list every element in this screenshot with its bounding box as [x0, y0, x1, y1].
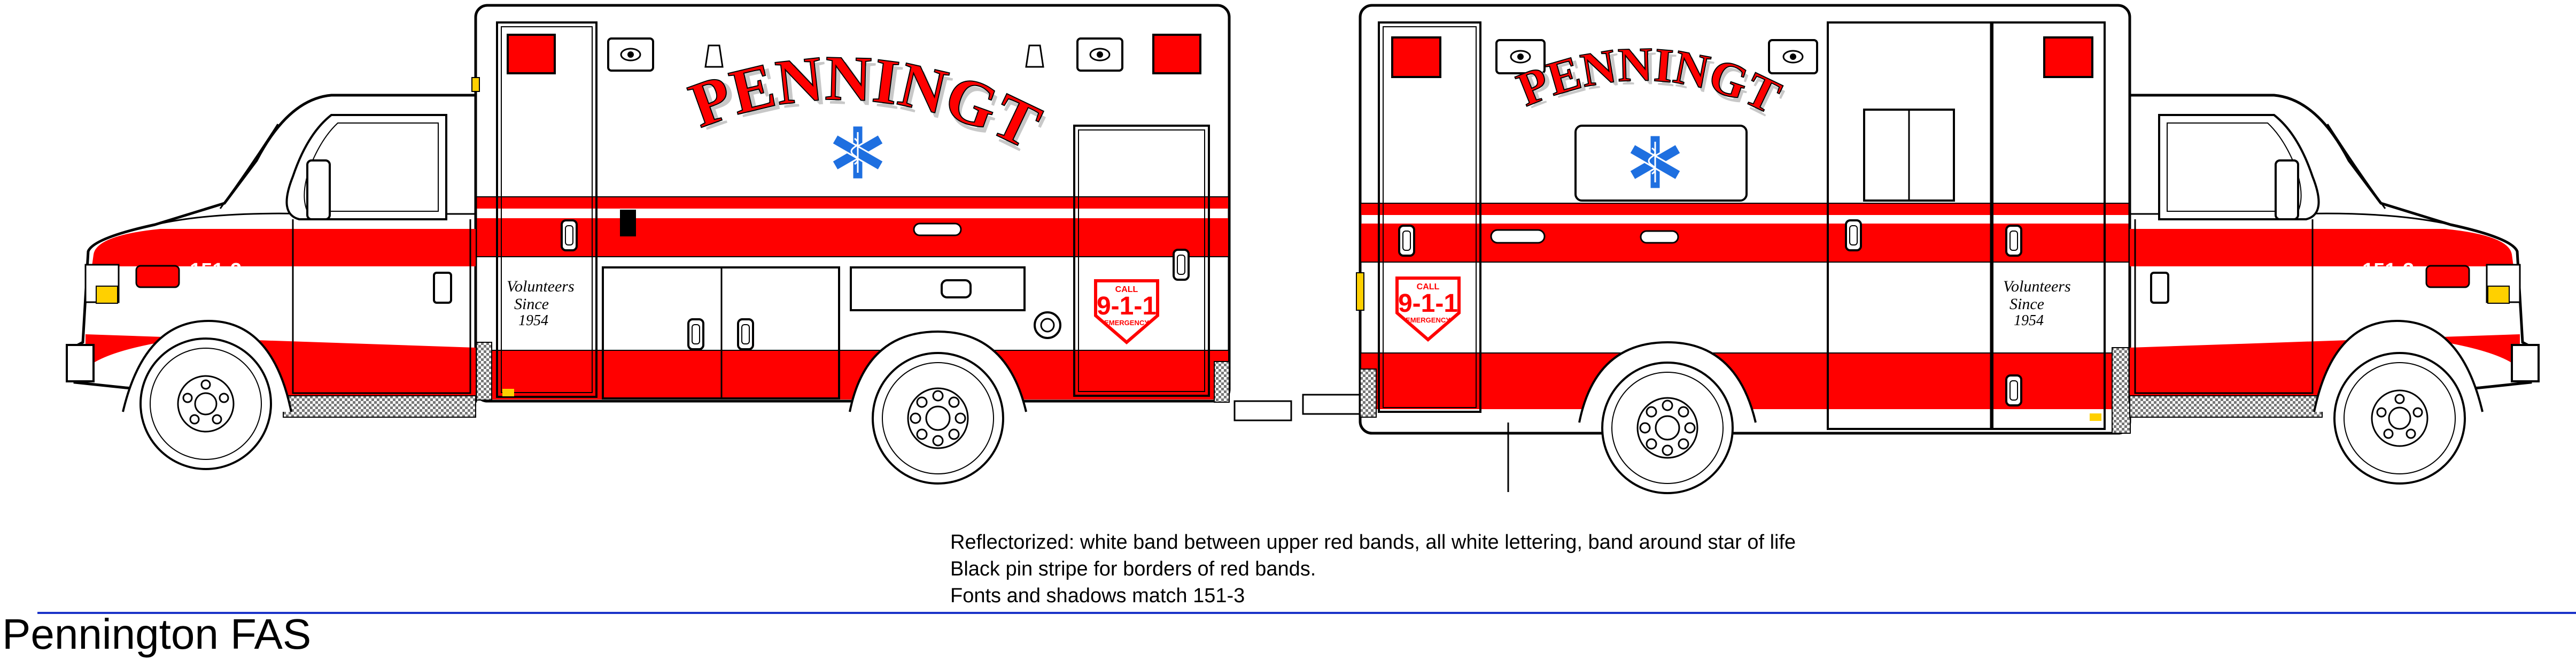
door-handle-icon	[2005, 374, 2022, 406]
door-handle-icon	[687, 318, 704, 350]
note-pin-stripe: Black pin stripe for borders of red band…	[950, 558, 1316, 580]
call-911-call-text: CALL	[1115, 285, 1138, 294]
door-handle-icon	[1398, 225, 1415, 257]
drawing-title: Pennington FAS	[2, 610, 312, 658]
unit-number: 151-3	[190, 259, 242, 282]
footer-divider	[37, 612, 2576, 614]
since-text: Since	[2009, 295, 2044, 313]
call-911-sub-text: EMERGENCY	[1406, 316, 1450, 324]
unit-number: 151-3	[2362, 259, 2414, 282]
call-911-sub-text: EMERGENCY	[1104, 319, 1149, 327]
call-911-call-text: CALL	[1417, 282, 1440, 291]
warning-light-icon	[1391, 36, 1441, 78]
warning-light-icon	[2043, 36, 2093, 78]
call-911-shield-icon: CALL 9-1-1 EMERGENCY	[1397, 278, 1459, 340]
year-text: 1954	[2014, 312, 2044, 329]
volunteers-text: Volunteers	[507, 278, 575, 295]
call-911-number: 9-1-1	[1097, 292, 1157, 320]
call-911-shield-icon: CALL 9-1-1 EMERGENCY	[1096, 281, 1158, 342]
year-text: 1954	[518, 312, 548, 329]
wheel-icon	[2333, 352, 2466, 485]
volunteers-text: Volunteers	[2003, 278, 2071, 295]
wheel-icon	[139, 337, 272, 470]
left-side-door	[496, 21, 598, 398]
warning-light-icon	[1152, 34, 1201, 74]
since-text: Since	[514, 295, 549, 313]
left-side-view: PENNINGTON PENNINGTON CALL 9-1-1 EMERGEN…	[0, 0, 1292, 485]
wheel-icon	[872, 352, 1004, 485]
wheel-icon	[1601, 362, 1734, 494]
note-fonts: Fonts and shadows match 151-3	[950, 585, 1245, 607]
call-911-number: 9-1-1	[1398, 289, 1458, 318]
door-handle-icon	[561, 219, 578, 251]
door-handle-icon	[737, 318, 754, 350]
door-handle-icon	[1845, 219, 1862, 251]
door-handle-icon	[1173, 249, 1190, 281]
door-handle-icon	[2005, 225, 2022, 257]
warning-light-icon	[507, 34, 556, 74]
note-reflectorized: Reflectorized: white band between upper …	[950, 531, 1796, 554]
